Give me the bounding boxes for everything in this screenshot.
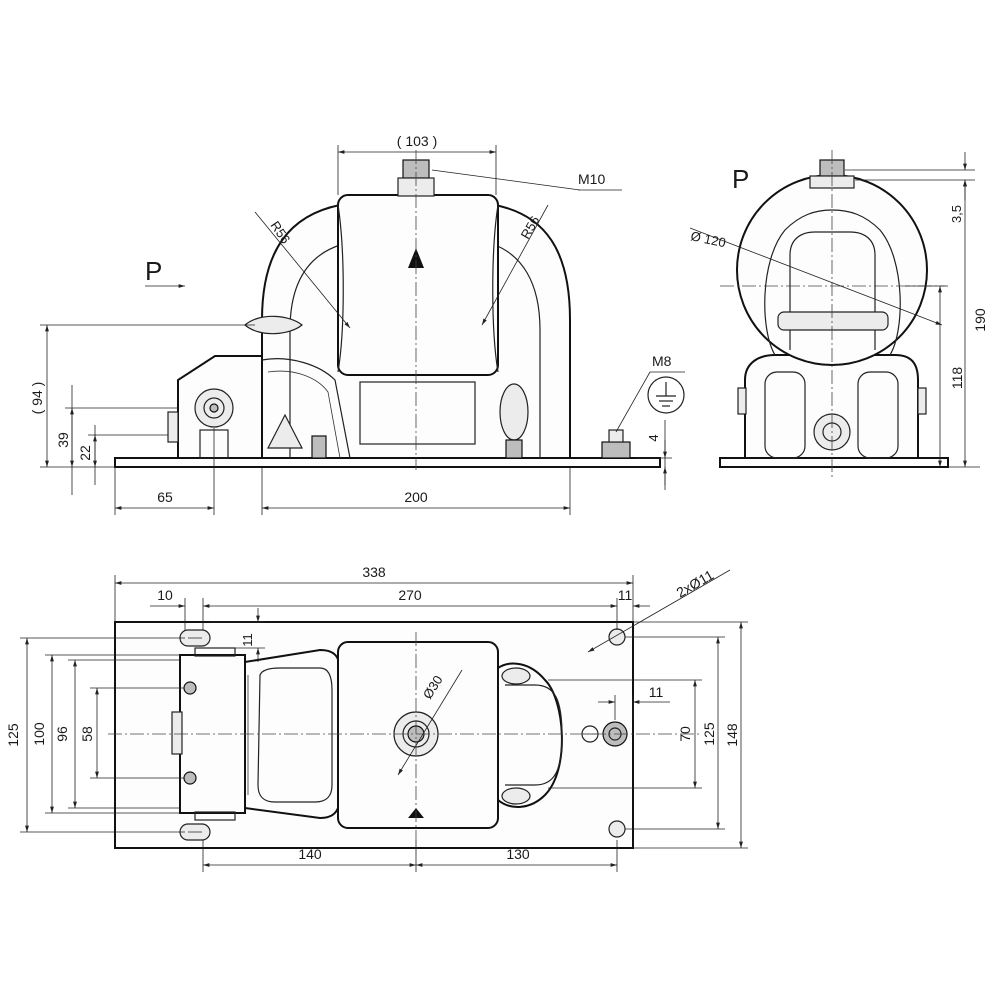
label-p-front: P: [145, 256, 162, 286]
ground-symbol: [647, 376, 685, 414]
dim-4-label: 4: [646, 434, 661, 441]
top-arch-right: [497, 662, 563, 808]
side-view: P Ø 120 3,5 190 118: [689, 150, 988, 478]
dim-10-label: 10: [157, 587, 173, 603]
front-base-plate: [114, 457, 661, 468]
dim-190: 190: [948, 180, 988, 468]
dim-125-left: 125: [5, 637, 185, 833]
leader-m10: M10: [431, 169, 622, 191]
dim-130-label: 130: [506, 846, 530, 862]
leader-m8: M8: [615, 353, 685, 433]
label-holes: 2xØ11: [674, 567, 717, 601]
hole-top-right: [608, 628, 626, 646]
dim-270-label: 270: [398, 587, 422, 603]
dim-96-label: 96: [54, 726, 70, 742]
dim-125-right: 125: [625, 636, 725, 830]
dim-200-label: 200: [404, 489, 428, 505]
dim-148-label: 148: [724, 723, 740, 747]
dim-270: 270: [184, 587, 618, 630]
dim-125-left-label: 125: [5, 723, 21, 747]
dim-96: 96: [54, 659, 180, 809]
diameter-120: Ø 120: [689, 227, 943, 326]
dim-3-5-label: 3,5: [949, 205, 964, 223]
dim-70-label: 70: [677, 726, 693, 742]
dim-65: 65: [114, 428, 215, 515]
front-bushing-right: [499, 383, 529, 459]
dim-70: 70: [548, 679, 702, 789]
dim-39-label: 39: [55, 432, 71, 448]
label-m8: M8: [652, 353, 672, 369]
dim-4: 4: [636, 420, 672, 490]
dim-118-label: 118: [949, 367, 965, 390]
label-d120: Ø 120: [689, 228, 727, 250]
dim-39: 39: [55, 385, 178, 495]
dim-190-label: 190: [972, 308, 988, 332]
label-p-side: P: [732, 164, 749, 194]
side-base-plate: [719, 457, 949, 468]
dim-140-label: 140: [298, 846, 322, 862]
dim-58: 58: [79, 687, 184, 779]
dim-103: ( 103 ): [337, 133, 497, 195]
hole-bottom-right: [608, 820, 626, 838]
dim-148: 148: [633, 621, 748, 849]
dim-3-5: 3,5: [845, 152, 975, 223]
dim-118: 118: [905, 285, 965, 467]
front-terminal-box: [167, 355, 263, 459]
dim-200: 200: [261, 467, 571, 515]
dim-125-right-label: 125: [701, 722, 717, 746]
dim-338: 338: [114, 564, 634, 622]
dim-10: 10: [150, 587, 185, 608]
dim-103-label: ( 103 ): [397, 133, 437, 149]
dim-11-top-label: 11: [618, 587, 633, 603]
front-bushing-lower-left: [267, 413, 327, 459]
dim-100: 100: [31, 654, 180, 814]
side-lower-frame: [744, 354, 919, 459]
dim-22-label: 22: [77, 445, 93, 461]
front-bushing-left: [244, 315, 303, 335]
dim-100-label: 100: [31, 722, 47, 746]
dim-130: 130: [416, 846, 617, 867]
dim-58-label: 58: [79, 726, 95, 742]
dim-11-right-label: 11: [649, 684, 664, 700]
view-arrow-p: P: [145, 256, 185, 288]
label-m10: M10: [578, 171, 605, 187]
dim-140: 140: [202, 840, 618, 872]
dim-94-label: ( 94 ): [29, 382, 45, 415]
dim-22: 22: [77, 425, 168, 485]
dim-11-top: 11: [618, 587, 650, 608]
dim-65-label: 65: [157, 489, 173, 505]
marker-a-glyph: [408, 248, 424, 268]
dim-11-right: 11: [598, 684, 670, 720]
front-ground-bolt: [601, 429, 631, 459]
dim-11-left: 11: [210, 608, 265, 662]
dim-94: ( 94 ): [29, 324, 255, 468]
dim-11-left-label: 11: [240, 633, 255, 647]
dim-338-label: 338: [362, 564, 386, 580]
top-view: 338 270 10 11 2xØ11 11: [5, 564, 748, 872]
front-view: A: [29, 133, 685, 515]
